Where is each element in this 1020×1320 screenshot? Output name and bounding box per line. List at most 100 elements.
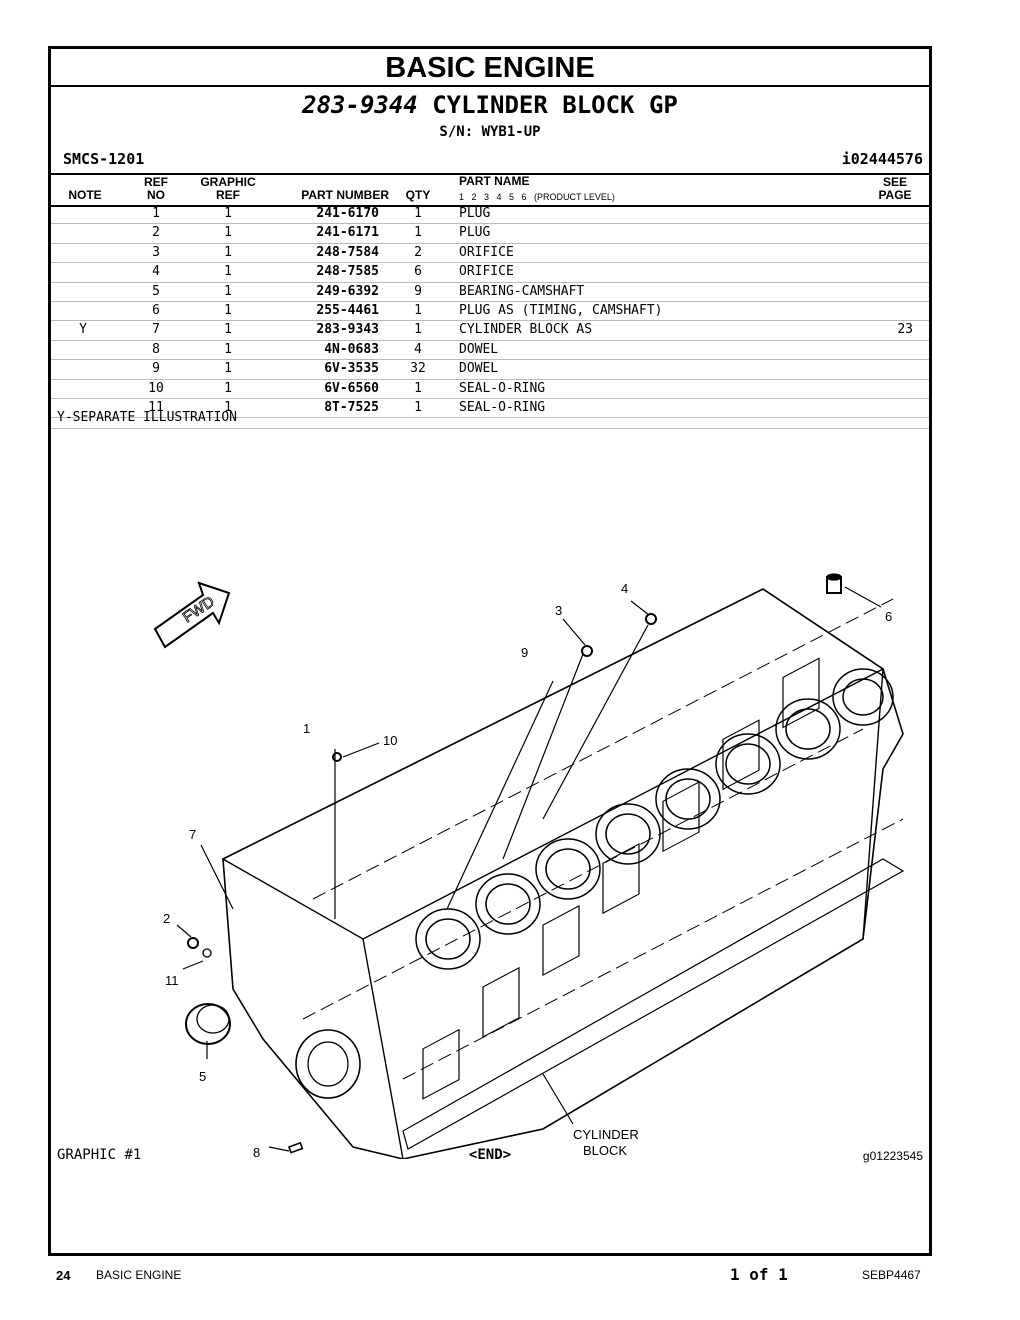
cell-qty: 32: [410, 361, 426, 377]
cylinder-bore-icon: [475, 873, 541, 935]
cell-name: BEARING-CAMSHAFT: [459, 283, 585, 299]
cell-name: SEAL-O-RING: [459, 380, 546, 396]
header-ref-line2: NO: [147, 188, 165, 202]
cell-gref: 1: [224, 264, 232, 280]
cell-ref: 2: [152, 225, 160, 241]
block-body-icon: [221, 588, 905, 1159]
cell-qty: 4: [414, 341, 422, 357]
cell-ref: 8: [152, 341, 160, 357]
table-row: 4 1 248-7585 6 ORIFICE: [51, 263, 929, 283]
cell-ref: 4: [152, 264, 160, 280]
callout-9: 9: [521, 645, 528, 660]
callout-2: 2: [163, 911, 170, 926]
fwd-arrow-icon: FWD: [153, 581, 231, 649]
cylinder-bore-icon: [595, 803, 661, 865]
cell-note: Y: [79, 322, 87, 338]
group-title: 283-9344 CYLINDER BLOCK GP: [51, 91, 929, 119]
cylinder-bore-icon: [425, 918, 471, 960]
table-header: NOTE REF NO GRAPHIC REF PART NUMBER QTY …: [51, 173, 929, 207]
footer-document: SEBP4467: [862, 1268, 921, 1282]
cell-name: PLUG AS (TIMING, CAMSHAFT): [459, 302, 663, 318]
cell-ref: 11: [148, 399, 164, 415]
callout-3: 3: [555, 603, 562, 618]
cell-name: CYLINDER BLOCK AS: [459, 322, 593, 338]
cell-gref: 1: [224, 206, 232, 221]
callout-labels: 1 2 3 4 5 6 7 8 9 10 11 CYLINDER BLOCK: [163, 581, 892, 1159]
group-number: 283-9344: [302, 91, 418, 119]
header-graphic-line1: GRAPHIC: [200, 175, 256, 189]
crankcase-windows: [422, 657, 820, 1100]
cell-pn: 8T-7525: [324, 399, 379, 415]
cylinder-bore-icon: [485, 883, 531, 925]
graphic-label: GRAPHIC #1: [57, 1147, 142, 1163]
header-ref-line1: REF: [144, 175, 168, 189]
cell-qty: 1: [414, 380, 422, 396]
cylinder-bore-icon: [832, 668, 894, 726]
callout-4: 4: [621, 581, 628, 596]
cell-name: DOWEL: [459, 361, 499, 377]
callout-8: 8: [253, 1145, 260, 1159]
cell-gref: 1: [224, 399, 232, 415]
cell-pn: 4N-0683: [324, 341, 379, 357]
callout-11: 11: [165, 973, 179, 988]
header-graphic-line2: REF: [216, 188, 240, 202]
cylinder-bore-icon: [605, 813, 651, 855]
cell-pn: 248-7584: [316, 244, 379, 260]
cylinder-block-illustration: FWD: [153, 573, 905, 1159]
graphic-id: g01223545: [862, 1149, 923, 1163]
cell-qty: 1: [414, 225, 422, 241]
cell-ref: 5: [152, 283, 160, 299]
cylinder-bore-icon: [775, 698, 841, 760]
serial-number: S/N: WYB1-UP: [439, 124, 541, 140]
cell-pn: 283-9343: [316, 322, 379, 338]
cell-gref: 1: [224, 302, 232, 318]
cell-gref: 1: [224, 283, 232, 299]
cylinder-block-label-line2: BLOCK: [583, 1143, 627, 1158]
smcs-code: SMCS-1201: [63, 150, 145, 168]
cylinder-bore-icon: [415, 908, 481, 970]
header-part-name: PART NAME: [459, 174, 530, 188]
cylinder-bore-icon: [842, 678, 884, 716]
cylinder-bore-icon: [535, 838, 601, 900]
cell-ref: 1: [152, 206, 160, 221]
cell-gref: 1: [224, 225, 232, 241]
cell-ref: 3: [152, 244, 160, 260]
header-see-line2: PAGE: [878, 188, 912, 202]
cell-name: ORIFICE: [459, 244, 514, 260]
end-marker: <END>: [468, 1147, 512, 1163]
page-frame: BASIC ENGINE 283-9344 CYLINDER BLOCK GP …: [48, 46, 932, 1256]
cell-name: ORIFICE: [459, 264, 514, 280]
o-ring-icon: [202, 948, 212, 958]
callout-5: 5: [199, 1069, 206, 1084]
cylinder-bore-icon: [655, 768, 721, 830]
document-ident: i02444576: [841, 150, 923, 168]
callout-10: 10: [383, 733, 397, 748]
footer-section: BASIC ENGINE: [96, 1268, 182, 1282]
cylinder-bore-icon: [665, 778, 711, 820]
dowel-icon: [287, 1141, 304, 1154]
cell-gref: 1: [224, 361, 232, 377]
header-see-line1: SEE: [882, 175, 907, 189]
camshaft-bearing-icon: [185, 1003, 231, 1045]
cell-name: DOWEL: [459, 341, 499, 357]
orifice-icon: [581, 645, 593, 657]
cell-pn: 6V-3535: [324, 361, 379, 377]
table-end-rule: [51, 428, 929, 429]
cylinder-bore-icon: [725, 743, 771, 785]
header-product-levels: 1 2 3 4 5 6 (PRODUCT LEVEL): [459, 192, 615, 202]
cell-ref: 10: [148, 380, 164, 396]
cell-pn: 241-6170: [316, 206, 379, 221]
cell-qty: 1: [414, 322, 422, 338]
cylinder-block-label-line1: CYLINDER: [573, 1127, 639, 1142]
cell-qty: 6: [414, 264, 422, 280]
cell-ref: 7: [152, 322, 160, 338]
cell-pn: 248-7585: [316, 264, 379, 280]
